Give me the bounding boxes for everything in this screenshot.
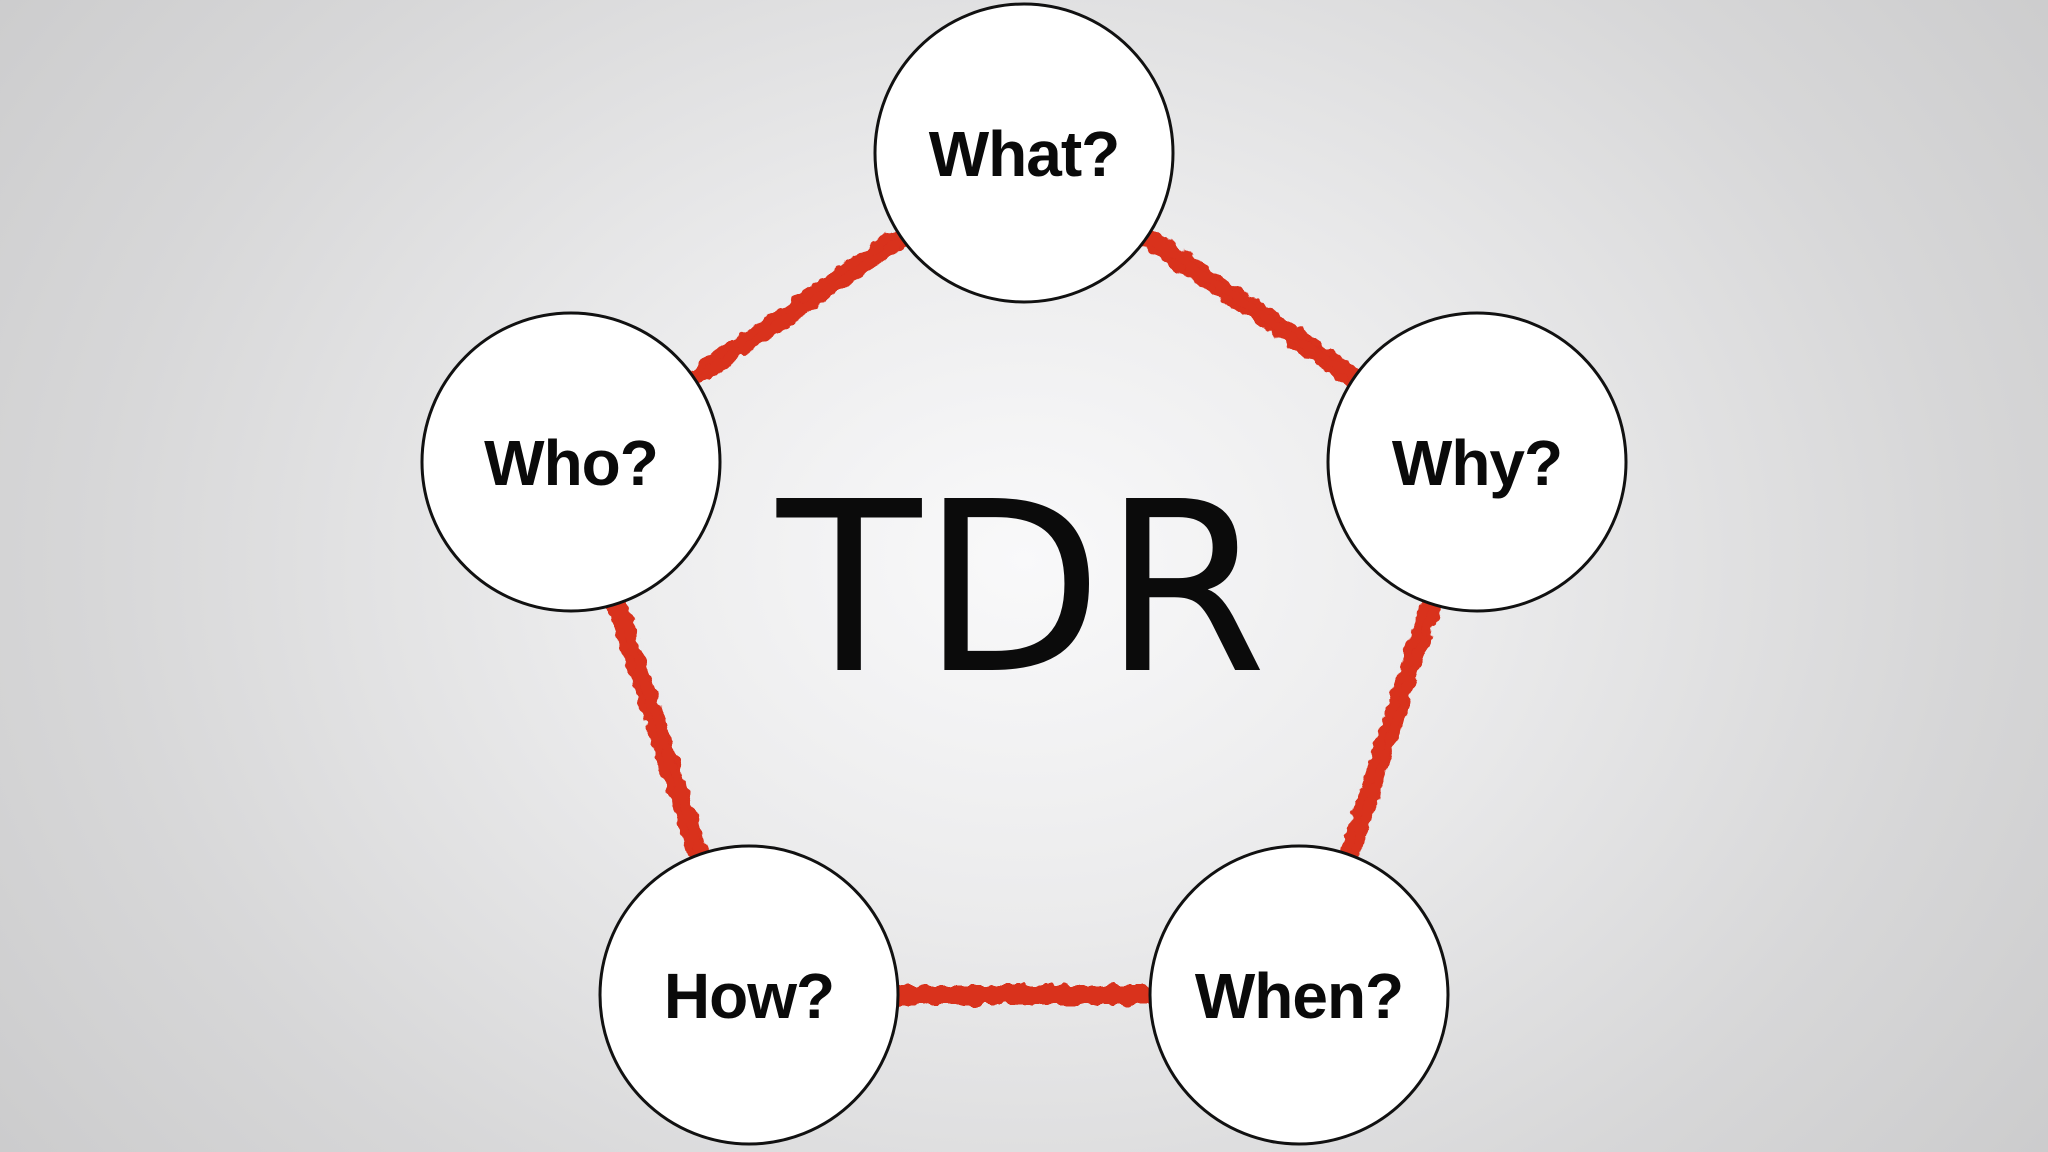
node-when: When? (1148, 844, 1450, 1146)
node-when-label: When? (1195, 960, 1403, 1032)
node-who-circle (420, 311, 722, 613)
node-why: Why? (1326, 311, 1628, 613)
node-how-label: How? (664, 960, 834, 1032)
node-what: What? (873, 2, 1175, 304)
node-why-circle (1326, 311, 1628, 613)
node-what-label: What? (929, 118, 1120, 190)
node-how: How? (598, 844, 900, 1146)
node-who: Who? (420, 311, 722, 613)
node-what-circle (873, 2, 1175, 304)
node-who-label: Who? (484, 427, 658, 499)
node-when-circle (1148, 844, 1450, 1146)
node-how-circle (598, 844, 900, 1146)
center-title: TDR (776, 451, 1267, 726)
node-why-label: Why? (1392, 427, 1562, 499)
